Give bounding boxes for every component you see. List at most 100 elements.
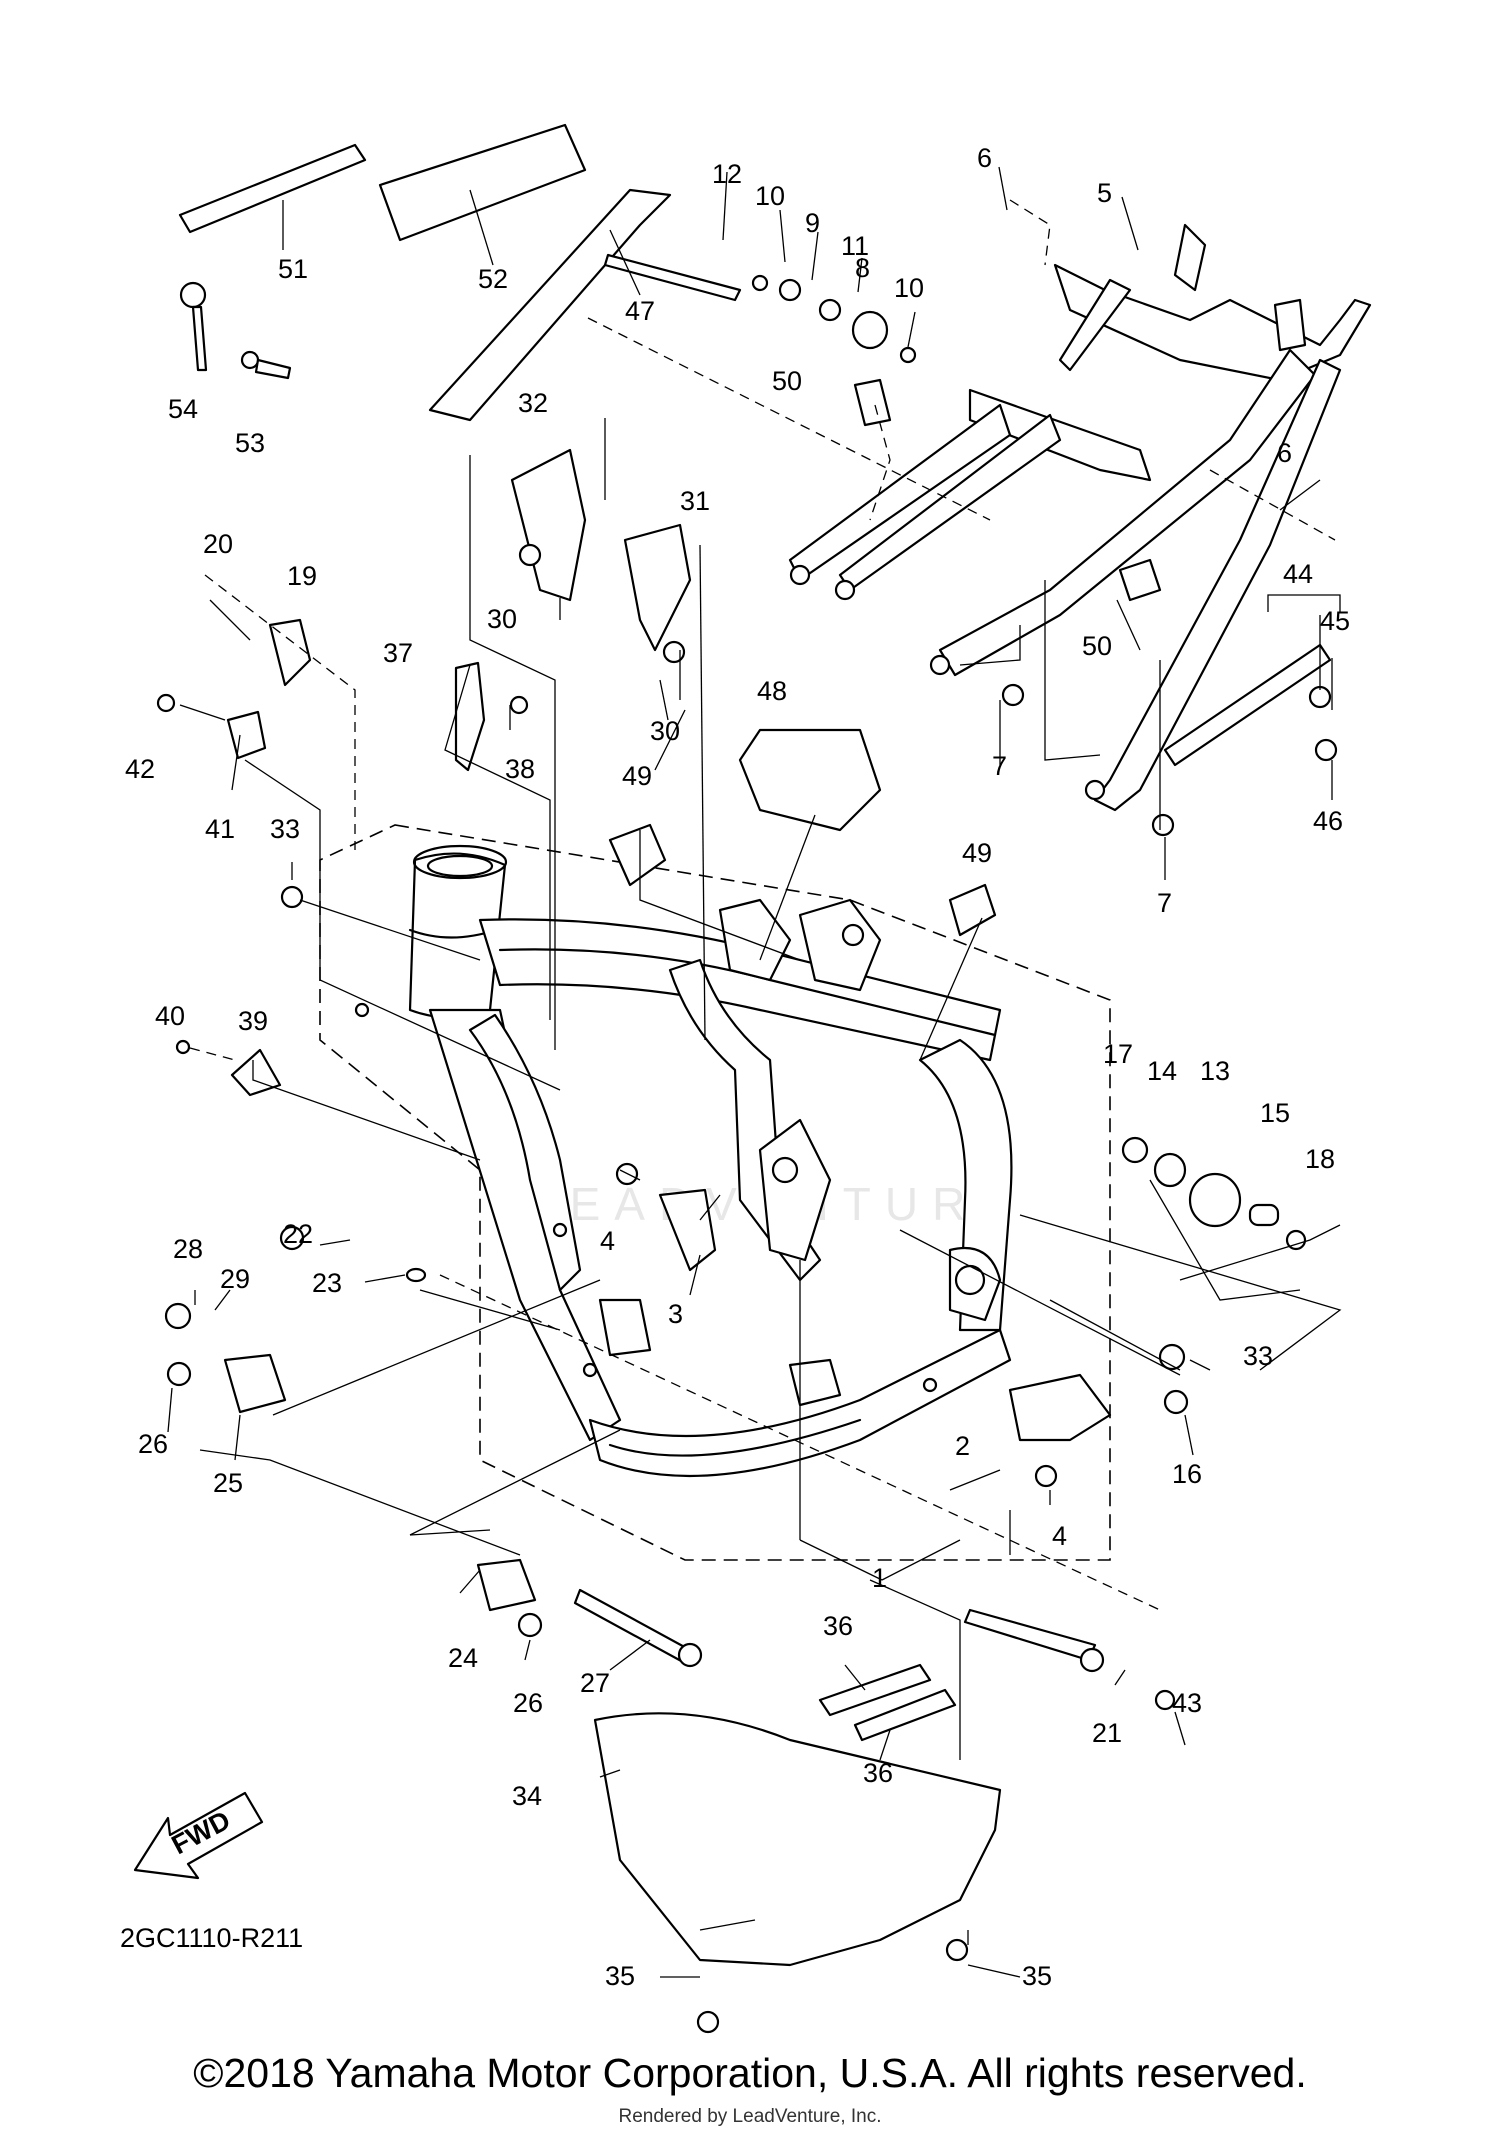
fwd-arrow-icon: FWD (133, 1791, 264, 1880)
callout-7b: 7 (1157, 888, 1172, 918)
callout-35b: 35 (1022, 1961, 1052, 1991)
callout-27: 27 (580, 1668, 610, 1698)
callout-38: 38 (505, 754, 535, 784)
part-21-bolt (963, 1608, 1097, 1662)
callout-10b: 10 (894, 273, 924, 303)
callout-36: 36 (823, 1611, 853, 1641)
part-49b-guide (948, 883, 997, 937)
callout-19: 19 (287, 561, 317, 591)
part-34-skid-plate (593, 1712, 1002, 1967)
callout-47: 47 (625, 296, 655, 326)
copyright-notice: ©2018 Yamaha Motor Corporation, U.S.A. A… (193, 2050, 1307, 2096)
callout-48: 48 (757, 676, 787, 706)
callout-23: 23 (312, 1268, 342, 1298)
washer-stack (1121, 1136, 1307, 1251)
part-48-chain-guide (738, 728, 882, 832)
rear-subframe (788, 223, 1372, 812)
callout-5: 5 (1097, 178, 1112, 208)
part-51-wrench (178, 143, 367, 234)
callout-13: 13 (1200, 1056, 1230, 1086)
callout-49b: 49 (962, 838, 992, 868)
main-frame (319, 824, 1111, 1561)
part-24-bracket (476, 1558, 537, 1612)
callout-33b: 33 (1243, 1341, 1273, 1371)
callout-12: 12 (712, 159, 742, 189)
callout-9: 9 (805, 208, 820, 238)
part-50b-guide (1118, 558, 1162, 602)
part-44-strap (1163, 643, 1332, 767)
callout-42: 42 (125, 754, 155, 784)
callout-26: 26 (138, 1429, 168, 1459)
part-25-bracket (223, 1353, 287, 1414)
callout-29: 29 (220, 1264, 250, 1294)
callout-44: 44 (1283, 559, 1313, 589)
callout-17: 17 (1103, 1039, 1133, 1069)
leader-lines (167, 166, 1342, 1978)
callout-15: 15 (1260, 1098, 1290, 1128)
part-27-bolt (573, 1588, 692, 1664)
callout-28: 28 (173, 1234, 203, 1264)
part-3-bracket (658, 1188, 717, 1272)
part-47-chain-slider (428, 188, 672, 422)
callout-1: 1 (872, 1563, 887, 1593)
part-32-bracket (510, 448, 587, 602)
callout-6b: 6 (1277, 438, 1292, 468)
callout-50: 50 (772, 366, 802, 396)
callout-30: 30 (487, 604, 517, 634)
part-52-tool (378, 123, 587, 242)
callout-10: 10 (755, 181, 785, 211)
callout-4b: 4 (1052, 1521, 1067, 1551)
callout-6: 6 (977, 143, 992, 173)
callout-20: 20 (203, 529, 233, 559)
callout-43: 43 (1172, 1688, 1202, 1718)
callout-31: 31 (680, 486, 710, 516)
small-bolts (156, 281, 1338, 2034)
rendered-by: Rendered by LeadVenture, Inc. (618, 2106, 882, 2127)
callout-16: 16 (1172, 1459, 1202, 1489)
callout-53: 53 (235, 428, 265, 458)
callout-2: 2 (955, 1431, 970, 1461)
part-31-bracket (623, 523, 692, 652)
part-49-guide (608, 823, 667, 887)
callout-35: 35 (605, 1961, 635, 1991)
part-50-guide (853, 378, 892, 427)
callout-4: 4 (600, 1226, 615, 1256)
part-19-clip (268, 618, 312, 687)
part-39-clip (230, 1048, 282, 1097)
callout-51: 51 (278, 254, 308, 284)
callout-24: 24 (448, 1643, 478, 1673)
callout-21: 21 (1092, 1718, 1122, 1748)
callout-50b: 50 (1082, 631, 1112, 661)
callout-3: 3 (668, 1299, 683, 1329)
callout-8: 8 (855, 253, 870, 283)
callout-14: 14 (1147, 1056, 1177, 1086)
callout-11: 11 (841, 231, 869, 261)
callout-49: 49 (622, 761, 652, 791)
callout-52: 52 (478, 264, 508, 294)
callout-54: 54 (168, 394, 198, 424)
callout-32: 32 (518, 388, 548, 418)
callout-41: 41 (205, 814, 235, 844)
callout-26b: 26 (513, 1688, 543, 1718)
callout-18: 18 (1305, 1144, 1335, 1174)
part-37-clip (454, 661, 486, 772)
callout-labels: 1 2 3 4 4 5 6 6 7 7 8 9 10 10 11 12 13 1… (125, 143, 1350, 1991)
callout-40: 40 (155, 1001, 185, 1031)
callout-34: 34 (512, 1781, 542, 1811)
callout-45: 45 (1320, 606, 1350, 636)
callout-46: 46 (1313, 806, 1343, 836)
callout-25: 25 (213, 1468, 243, 1498)
part-2-bracket (1008, 1373, 1112, 1442)
diagram-code: 2GC1110-R211 (120, 1923, 303, 1953)
callout-39: 39 (238, 1006, 268, 1036)
part-36-pads (818, 1663, 957, 1742)
callout-7: 7 (992, 751, 1007, 781)
bolt-stack-upper (603, 253, 917, 364)
callout-33: 33 (270, 814, 300, 844)
callout-30b: 30 (650, 716, 680, 746)
callout-36b: 36 (863, 1758, 893, 1788)
callout-37: 37 (383, 638, 413, 668)
callout-22: 22 (283, 1219, 313, 1249)
part-41-clip (226, 710, 267, 760)
